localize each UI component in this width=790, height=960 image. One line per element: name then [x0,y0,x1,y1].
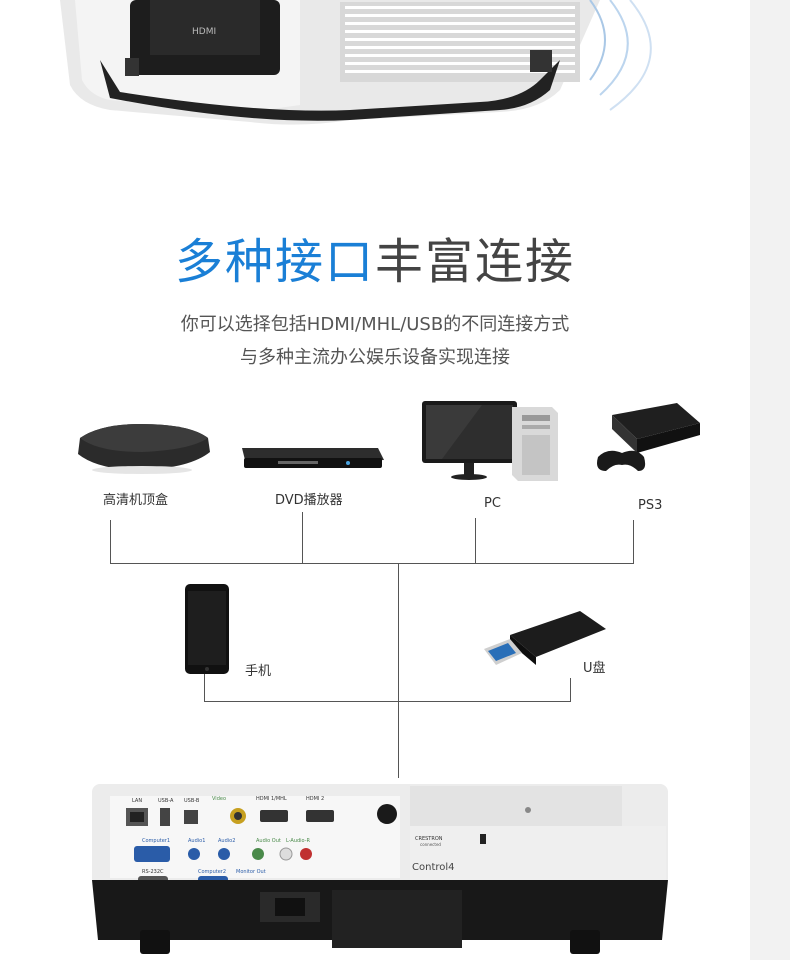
label-usb: U盘 [583,661,606,676]
connector-line [110,520,111,564]
connector-line [633,520,634,564]
control4-text: Control4 [412,862,455,873]
crestron-sub-text: connected [420,842,441,847]
product-page: HDMI 多种接口丰富连接 你可以选择包括HDMI/MHL/USB的不同连接方式… [0,0,750,954]
port-label-hdmi1: HDMI 1/MHL [256,796,287,802]
port-label-monitor-out: Monitor Out [236,869,266,875]
label-ps3: PS3 [638,498,663,513]
port-label-video: Video [212,796,226,802]
usb-drive-image [484,611,606,665]
subtitle-line-1: 你可以选择包括HDMI/MHL/USB的不同连接方式 [180,314,570,335]
projector-top-image: HDMI [60,0,652,125]
port-label-computer2: Computer2 [198,869,226,875]
set-top-box-image [78,424,210,474]
ps3-image [597,403,700,471]
port-label-audio1: Audio1 [188,838,205,844]
phone-image [185,584,229,674]
connector-line [475,518,476,564]
headline-dark: 丰富连接 [375,234,576,290]
pc-image [422,401,558,481]
projector-rear-image: LAN USB-A USB-B Video HDMI 1/MHL HDMI 2 … [92,784,668,954]
label-dvd: DVD播放器 [275,493,343,508]
subtitle-line-2: 与多种主流办公娱乐设备实现连接 [240,347,510,368]
headline: 多种接口丰富连接 [0,222,750,292]
right-margin-strip [750,0,790,960]
port-label-rs232c: RS-232C [142,869,164,875]
connector-line [570,678,571,702]
connector-line [110,563,634,564]
connector-line [398,563,399,778]
vent-grille [340,2,580,82]
port-label-usb-a: USB-A [158,798,174,804]
crestron-text: CRESTRON [415,836,443,842]
dvd-player-image [242,448,384,468]
connector-line [302,512,303,564]
hdmi-logo-text: HDMI [192,27,216,37]
connector-line [204,701,571,702]
label-set-top-box: 高清机顶盒 [103,493,169,508]
headline-blue: 多种接口 [174,234,375,290]
port-label-l-audio-r: L-Audio-R [286,838,311,844]
label-pc: PC [484,496,501,511]
port-label-audio2: Audio2 [218,838,235,844]
connector-line [204,674,205,702]
port-label-usb-b: USB-B [184,798,200,804]
port-label-computer1: Computer1 [142,838,170,844]
port-label-hdmi2: HDMI 2 [306,796,324,802]
label-phone: 手机 [245,664,272,679]
port-label-audio-out: Audio Out [256,838,281,844]
port-label-lan: LAN [132,798,142,804]
